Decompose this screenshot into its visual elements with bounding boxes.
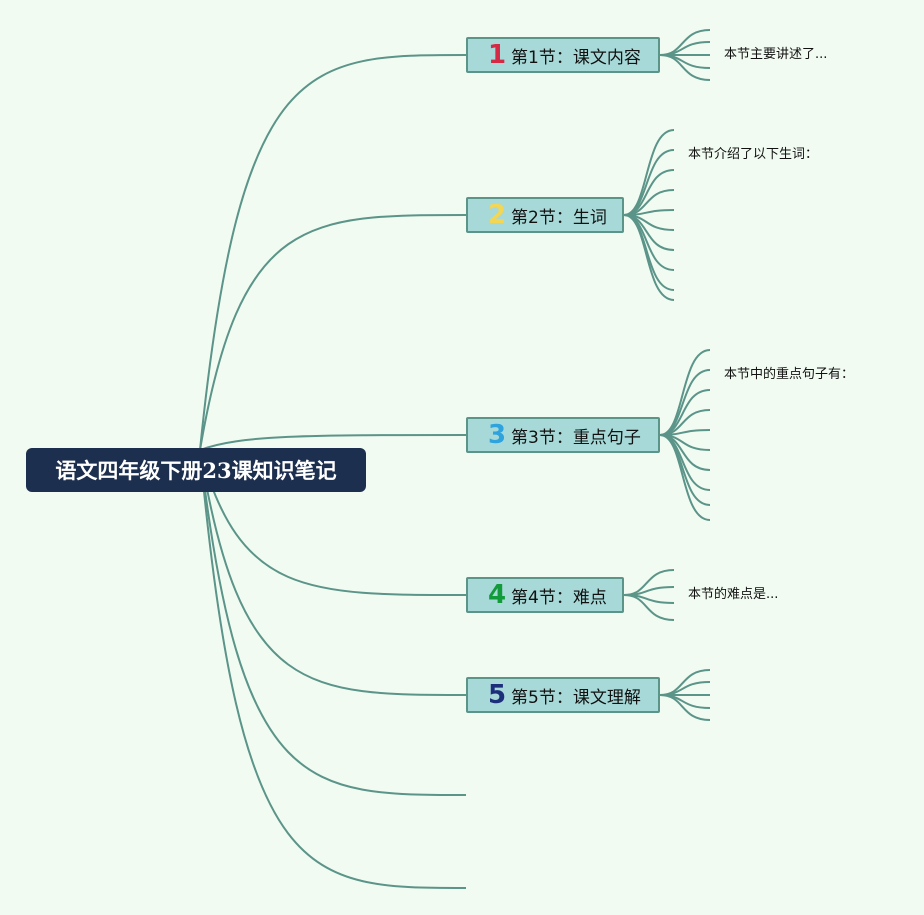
root-topic[interactable]: 语文四年级下册23课知识笔记 (26, 448, 366, 492)
topic-4-label: 第4节：难点 (511, 587, 607, 608)
main-branch-1 (199, 54, 467, 451)
topic-3-label: 第3节：重点句子 (511, 427, 641, 448)
main-branch-3 (199, 434, 467, 451)
topic-1-sub-branch-5 (659, 54, 711, 81)
topic-2-label: 第2节：生词 (511, 207, 607, 228)
topic-3-note[interactable]: 本节中的重点句子有： (724, 367, 855, 382)
number-5-icon: 5 (487, 680, 507, 710)
topic-2-sub-branch-10 (623, 214, 675, 301)
topic-1-label: 第1节：课文内容 (511, 47, 641, 68)
root-title: 语文四年级下册23课知识笔记 (55, 458, 337, 483)
main-branch-4 (199, 449, 467, 596)
main-branch-6 (199, 449, 467, 796)
topic-4-note[interactable]: 本节的难点是... (688, 587, 779, 602)
topic-1[interactable]: 1 第1节：课文内容 (466, 37, 660, 73)
topic-3-sub-branch-1 (659, 349, 711, 436)
topic-5-label: 第5节：课文理解 (511, 687, 641, 708)
topic-1-note[interactable]: 本节主要讲述了... (724, 47, 828, 62)
topic-4-sub-branch-4 (623, 594, 675, 621)
topic-3-sub-branch-2 (659, 369, 711, 436)
number-2-icon: 2 (487, 200, 507, 230)
number-4-icon: 4 (487, 580, 507, 610)
number-3-icon: 3 (487, 420, 507, 450)
topic-2-sub-branch-1 (623, 129, 675, 216)
topic-2[interactable]: 2 第2节：生词 (466, 197, 624, 233)
topic-3-sub-branch-10 (659, 434, 711, 521)
topic-5[interactable]: 5 第5节：课文理解 (466, 677, 660, 713)
topic-2-sub-branch-9 (623, 214, 675, 291)
topic-3[interactable]: 3 第3节：重点句子 (466, 417, 660, 453)
main-branch-2 (199, 214, 467, 451)
topic-2-note[interactable]: 本节介绍了以下生词： (688, 147, 819, 162)
number-1-icon: 1 (487, 40, 507, 70)
topic-2-sub-branch-2 (623, 149, 675, 216)
main-branch-7 (199, 449, 467, 889)
topic-5-sub-branch-5 (659, 694, 711, 721)
main-branch-5 (199, 449, 467, 696)
topic-4[interactable]: 4 第4节：难点 (466, 577, 624, 613)
topic-4-sub-branch-2 (623, 586, 675, 596)
